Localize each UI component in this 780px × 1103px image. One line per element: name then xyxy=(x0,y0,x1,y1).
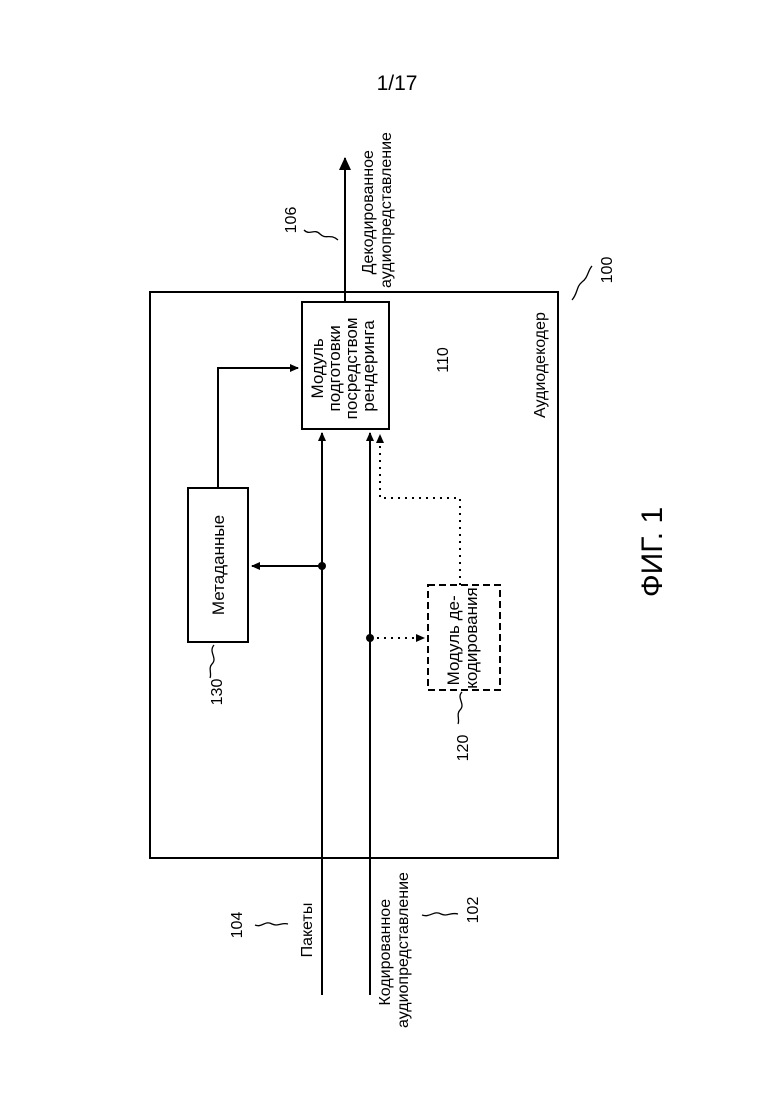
decoder-label: Аудиодекодер xyxy=(532,312,549,418)
packets-label: Пакеты xyxy=(299,903,316,958)
encoded-line-1: Кодированное xyxy=(377,899,394,1006)
decoding-module-line-2: кодирования xyxy=(462,587,481,688)
decoded-ref-leader xyxy=(304,230,338,240)
decoded-line-1: Декодированное xyxy=(360,150,377,274)
renderer-label: Модуль подготовки посредством рендеринга xyxy=(308,313,378,420)
encoded-label: Кодированное аудиопредставление xyxy=(377,872,412,1028)
renderer-ref: 110 xyxy=(435,347,452,373)
decoding-module-ref-leader xyxy=(458,692,462,724)
encoded-line-2: аудиопредставление xyxy=(395,872,412,1028)
decoding-to-renderer-dotted-arrow xyxy=(380,435,460,585)
decoder-ref-leader xyxy=(572,266,592,300)
encoded-ref: 102 xyxy=(465,897,482,924)
decoded-label: Декодированное аудиопредставление xyxy=(360,132,395,288)
metadata-label: Метаданные xyxy=(209,515,228,615)
metadata-ref: 130 xyxy=(209,679,226,706)
packets-ref: 104 xyxy=(229,912,246,939)
encoded-ref-leader xyxy=(422,913,458,916)
metadata-ref-leader xyxy=(210,645,214,678)
decoding-module-line-1: Модуль де- xyxy=(444,595,463,685)
decoded-line-2: аудиопредставление xyxy=(378,132,395,288)
packets-ref-leader xyxy=(255,923,288,926)
decoding-module-label: Модуль де- кодирования xyxy=(444,587,481,688)
decoder-ref: 100 xyxy=(599,257,616,284)
renderer-line-4: рендеринга xyxy=(359,320,378,412)
metadata-to-renderer-arrow xyxy=(218,368,298,488)
figure-caption: ФИГ. 1 xyxy=(636,507,669,597)
decoded-ref: 106 xyxy=(283,207,300,234)
page-number: 1/17 xyxy=(377,72,418,95)
decoding-module-ref: 120 xyxy=(455,735,472,762)
